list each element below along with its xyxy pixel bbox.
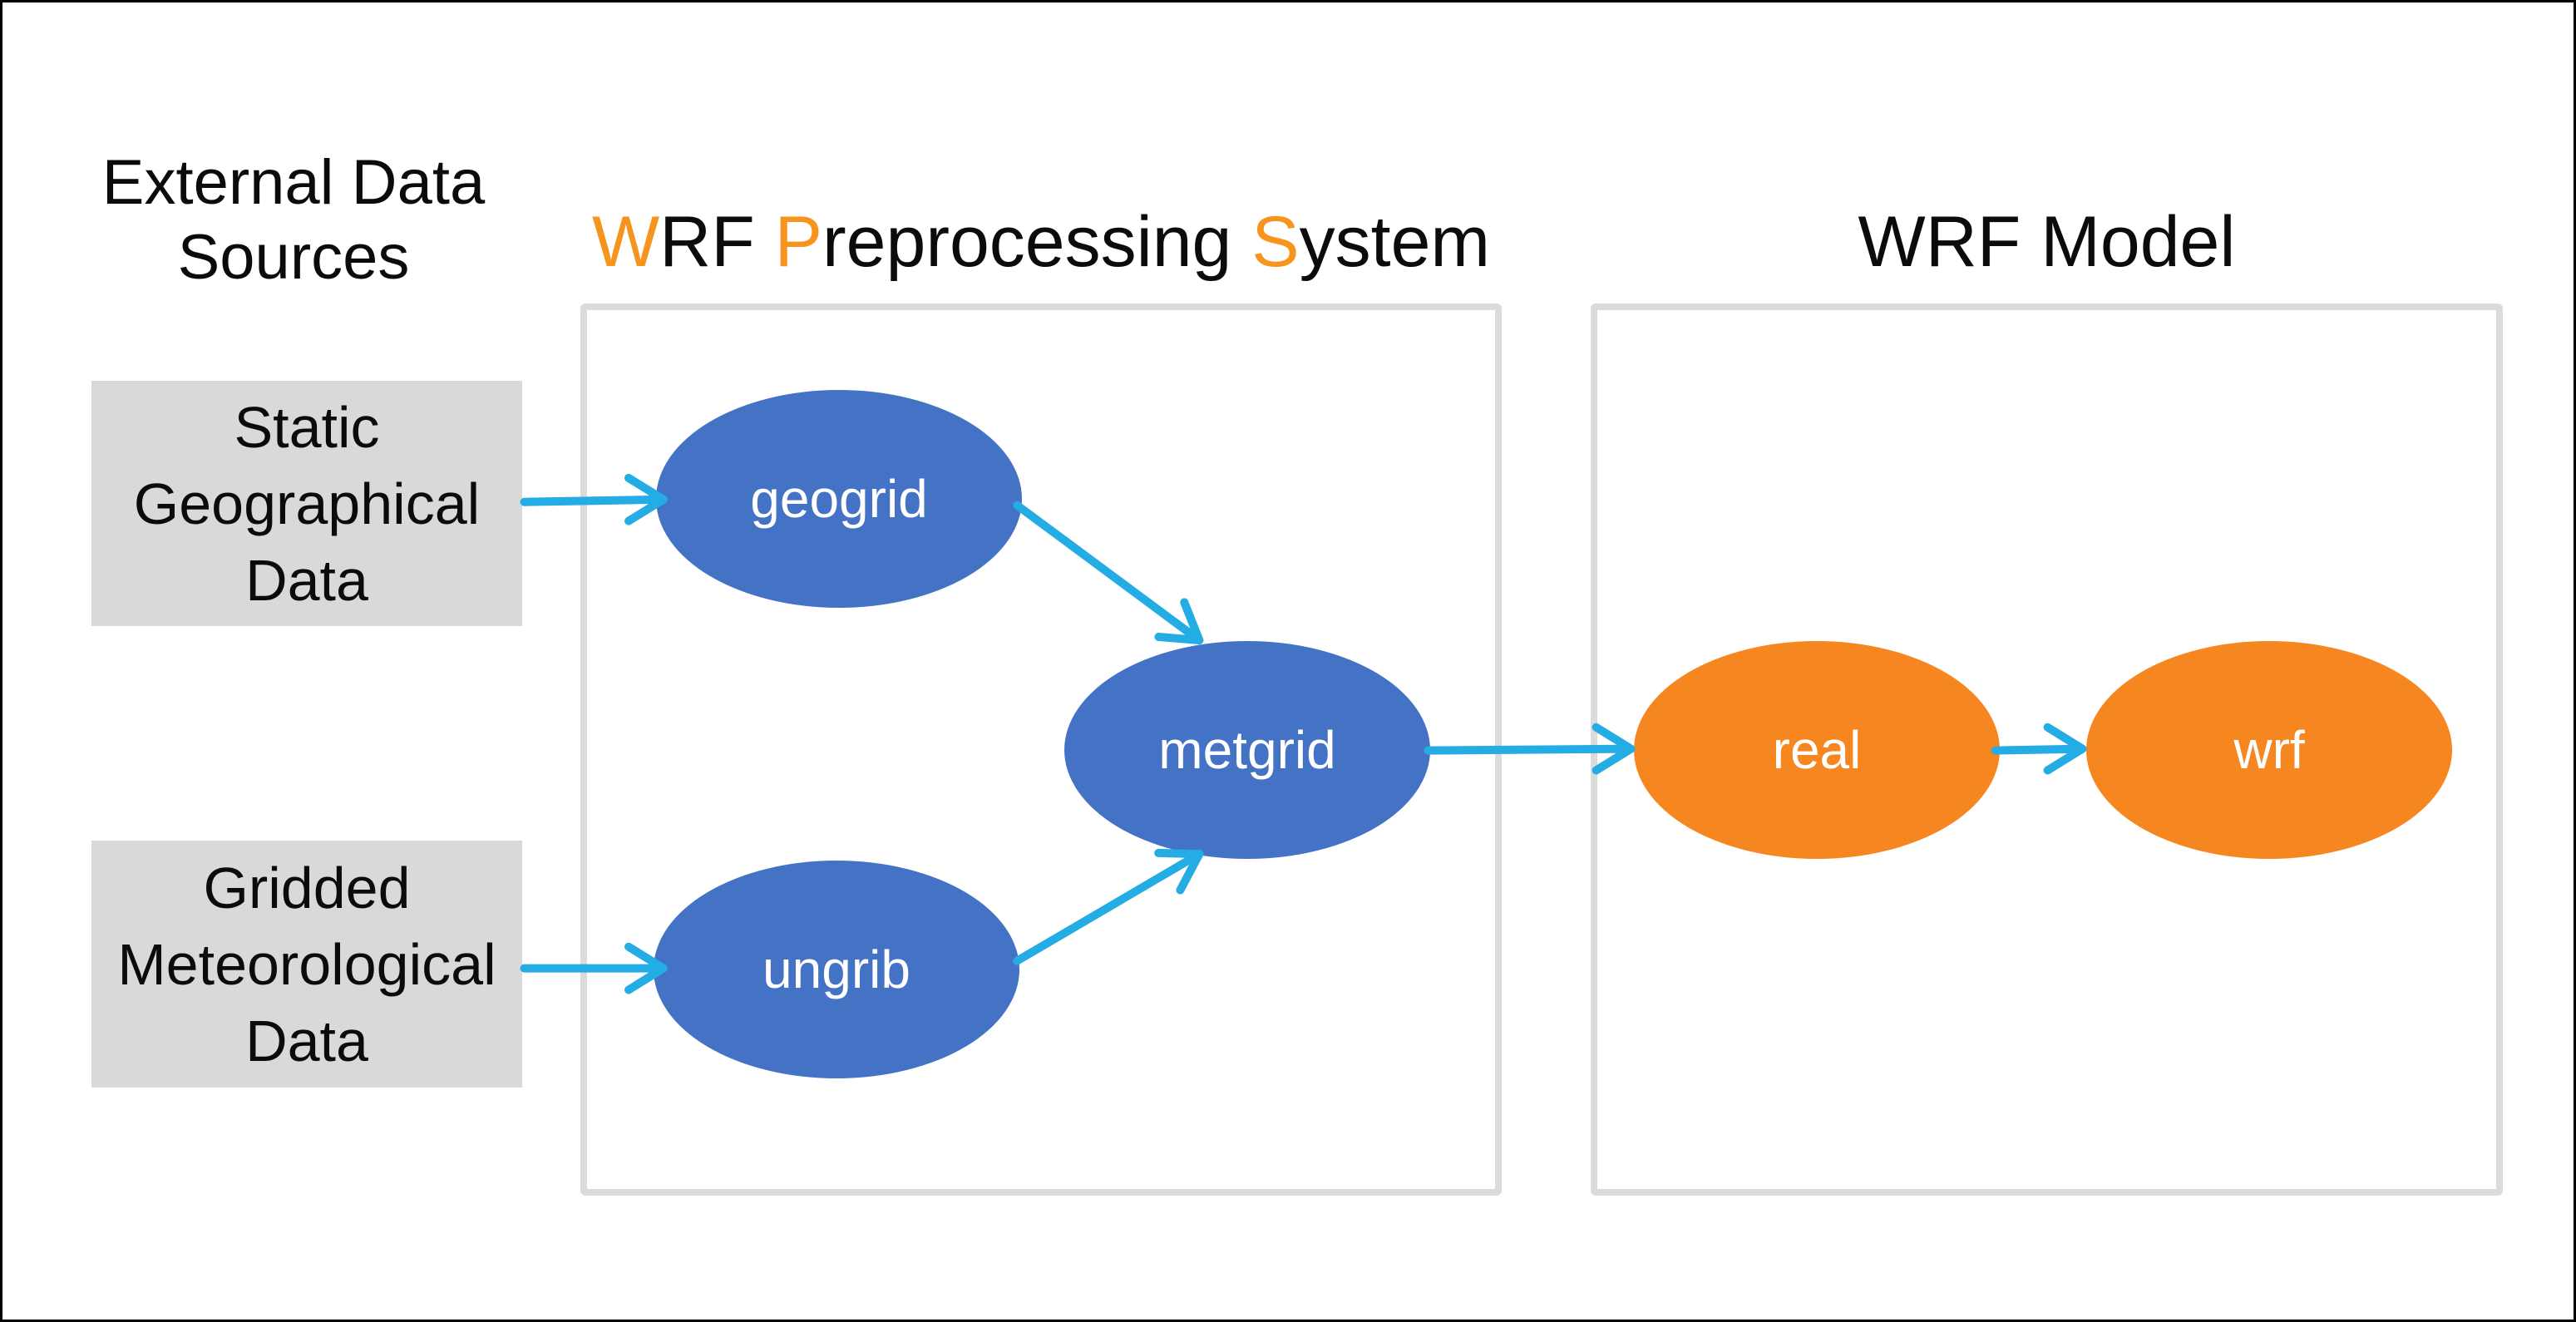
- wps-title-segment: RF: [659, 202, 775, 282]
- node-real: real: [1634, 641, 2000, 859]
- external-data-sources-line2: Sources: [177, 222, 410, 293]
- gridded-box-line2: Meteorological: [117, 931, 496, 997]
- node-ungrib: ungrib: [654, 861, 1019, 1078]
- static-box-line1: Static: [234, 394, 380, 460]
- node-wrf: wrf: [2086, 641, 2452, 859]
- wps-title-segment: W: [591, 202, 660, 282]
- node-geogrid-label: geogrid: [750, 469, 928, 529]
- external-data-sources-label: External Data Sources: [52, 146, 535, 295]
- node-real-label: real: [1772, 720, 1862, 780]
- wps-title: WRF Preprocessing System: [580, 200, 1502, 284]
- static-box-line2: Geographical: [133, 471, 481, 536]
- gridded-box-line3: Data: [245, 1008, 368, 1073]
- node-wrf-label: wrf: [2233, 720, 2305, 780]
- static-box-line3: Data: [245, 547, 368, 613]
- wrf-model-title: WRF Model: [1858, 202, 2236, 282]
- node-ungrib-label: ungrib: [762, 940, 910, 999]
- node-metgrid: metgrid: [1064, 641, 1430, 859]
- wps-title-segment: ystem: [1299, 202, 1491, 282]
- gridded-box-line1: Gridded: [203, 855, 411, 920]
- wps-title-segment: P: [774, 202, 823, 282]
- wps-title-segment: reprocessing: [822, 202, 1252, 282]
- static-geographical-data-box: Static Geographical Data: [91, 381, 522, 626]
- node-metgrid-label: metgrid: [1158, 720, 1336, 780]
- wps-title-segment: S: [1251, 202, 1300, 282]
- external-data-sources-line1: External Data: [101, 147, 486, 218]
- node-geogrid: geogrid: [656, 390, 1022, 608]
- gridded-meteorological-data-box: Gridded Meteorological Data: [91, 841, 522, 1088]
